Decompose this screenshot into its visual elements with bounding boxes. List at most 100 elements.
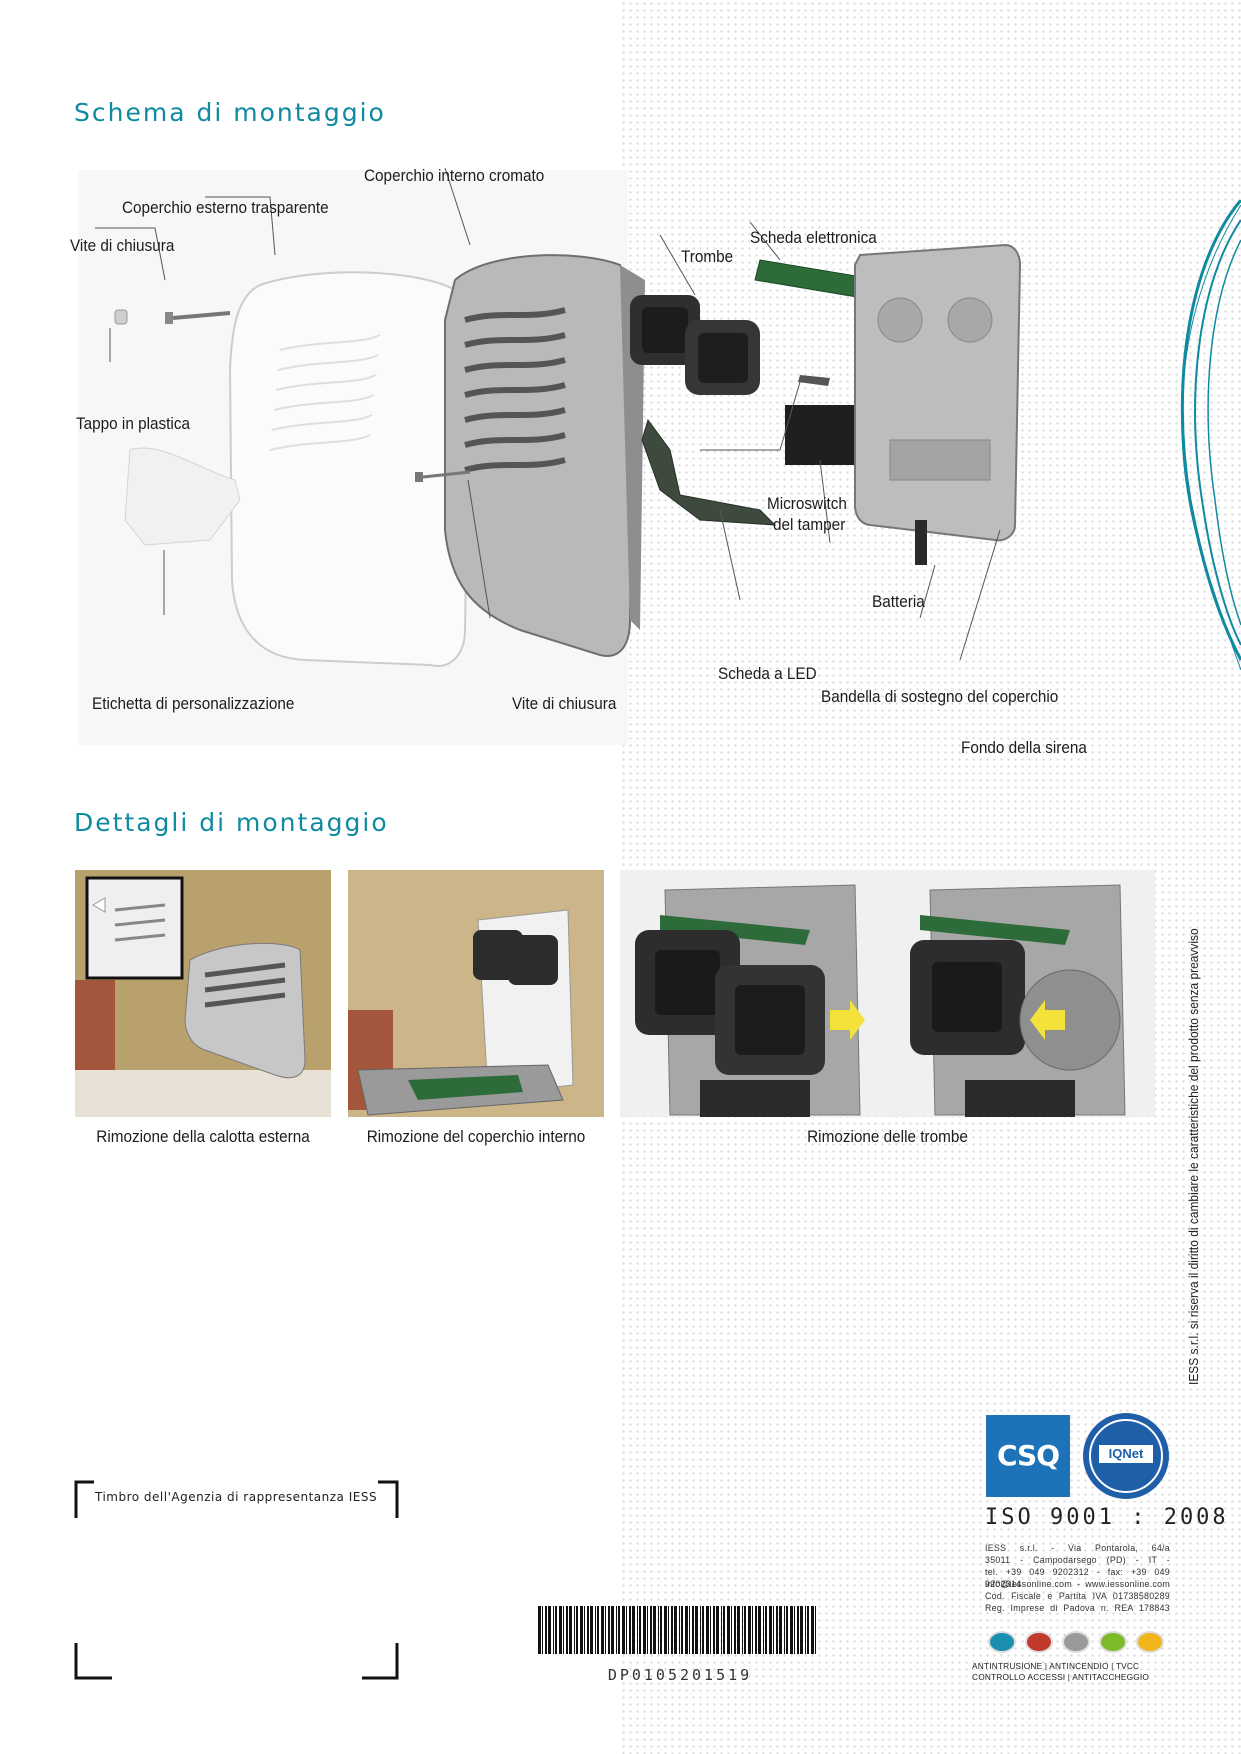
barcode-bar [538,1606,541,1654]
barcode-bar [811,1606,814,1654]
barcode-bar [590,1606,593,1654]
photo-remove-horns [620,870,1155,1117]
personalization-label [124,447,241,546]
stamp-frame [74,1480,399,1680]
barcode-bar [752,1606,753,1654]
cctv-icon [1062,1631,1090,1653]
top-screw [165,311,231,324]
iqnet-logo: IQNet [1083,1413,1169,1499]
label-microswitch-2: del tamper [773,515,846,534]
access-control-icon [1099,1631,1127,1653]
barcode-bar [637,1606,638,1654]
barcode-bar [807,1606,809,1654]
label-outer-cover: Coperchio esterno trasparente [122,198,329,217]
barcode-bar [744,1606,746,1654]
barcode-bar [563,1606,564,1654]
barcode-bar [674,1606,677,1654]
barcode-bar [616,1606,617,1654]
barcode-bar [794,1606,795,1654]
barcode-bar [611,1606,614,1654]
barcode-bar [776,1606,778,1654]
barcode-bar [710,1606,711,1654]
led-board [641,418,777,526]
barcode-bar [797,1606,799,1654]
barcode-bar [605,1606,606,1654]
barcode-bar [731,1606,732,1654]
barcode-bar [608,1606,610,1654]
barcode-bar [723,1606,725,1654]
barcode-bar [584,1606,585,1654]
barcode-bar [566,1606,568,1654]
barcode-bar [702,1606,704,1654]
section-title-dettagli: Dettagli di montaggio [74,808,389,837]
barcode-bar [574,1606,575,1654]
barcode-bar [773,1606,774,1654]
label-led-board: Scheda a LED [718,664,817,683]
stamp-label: Timbro dell'Agenzia di rappresentanza IE… [95,1490,378,1504]
barcode-bar [790,1606,793,1654]
barcode-bar [706,1606,709,1654]
barcode-bar [700,1606,701,1654]
categories-row-2: CONTROLLO ACCESSI | ANTITACCHEGGIO [972,1672,1150,1682]
plastic-cap [114,309,128,325]
barcode-bar [597,1606,599,1654]
outer-cover [228,271,472,667]
label-microswitch-1: Microswitch [767,494,847,513]
barcode-bar [660,1606,662,1654]
address-line-5: Cod. Fiscale e Partita IVA 01738580289 [985,1591,1170,1601]
barcode-bar [595,1606,596,1654]
label-personalization: Etichetta di personalizzazione [92,694,295,713]
address-line-4: info@iessonline.com - www.iessonline.com [985,1579,1170,1589]
photo-remove-outer-cover [75,870,331,1117]
barcode [538,1606,816,1654]
exploded-diagram [95,167,1022,667]
caption-remove-horns: Rimozione delle trombe [807,1127,968,1146]
barcode-bar [716,1606,719,1654]
microswitch [798,375,830,386]
barcode-bar [769,1606,772,1654]
support-strap [915,520,927,565]
barcode-bar [713,1606,715,1654]
label-electronic-board: Scheda elettronica [750,228,877,247]
iso-certification: ISO 9001 : 2008 [985,1505,1229,1530]
barcode-bar [643,1606,646,1654]
barcode-bar [695,1606,698,1654]
address-line-2: 35011 - Campodarsego (PD) - IT - [985,1555,1170,1565]
barcode-bar [559,1606,562,1654]
label-support-strap: Bandella di sostegno del coperchio [821,687,1059,706]
caption-remove-inner-cover: Rimozione del coperchio interno [366,1127,586,1146]
barcode-bar [800,1606,803,1654]
address-line-3: tel. +39 049 9202312 - fax: +39 049 9202… [985,1567,1170,1589]
inner-chrome-cover [444,254,637,657]
barcode-bar [650,1606,652,1654]
barcode-bar [622,1606,625,1654]
label-horns: Trombe [681,247,734,266]
barcode-bar [779,1606,782,1654]
label-inner-cover: Coperchio interno cromato [364,166,545,185]
barcode-bar [545,1606,547,1654]
categories-row-1: ANTINTRUSIONE | ANTINCENDIO | TVCC [972,1661,1140,1671]
outer-cover-slats [269,334,381,451]
legal-note: IESS s.r.l. si riserva il diritto di cam… [1186,928,1201,1385]
barcode-bar [632,1606,635,1654]
csq-logo: CSQ [986,1415,1070,1497]
barcode-bar [576,1606,578,1654]
barcode-bar [689,1606,690,1654]
barcode-bar [681,1606,683,1654]
decorative-arcs [1180,200,1241,671]
barcode-bar [737,1606,740,1654]
barcode-bar [553,1606,554,1654]
barcode-bar [784,1606,785,1654]
barcode-bar [815,1606,816,1654]
barcode-bar [805,1606,806,1654]
barcode-bar [668,1606,669,1654]
photo-remove-inner-cover [348,870,604,1117]
barcode-bar [548,1606,551,1654]
barcode-bar [664,1606,667,1654]
bottom-screw [415,470,471,482]
barcode-bar [542,1606,543,1654]
barcode-bar [626,1606,627,1654]
barcode-bar [765,1606,767,1654]
barcode-bar [721,1606,722,1654]
intrusion-icon [988,1631,1016,1653]
